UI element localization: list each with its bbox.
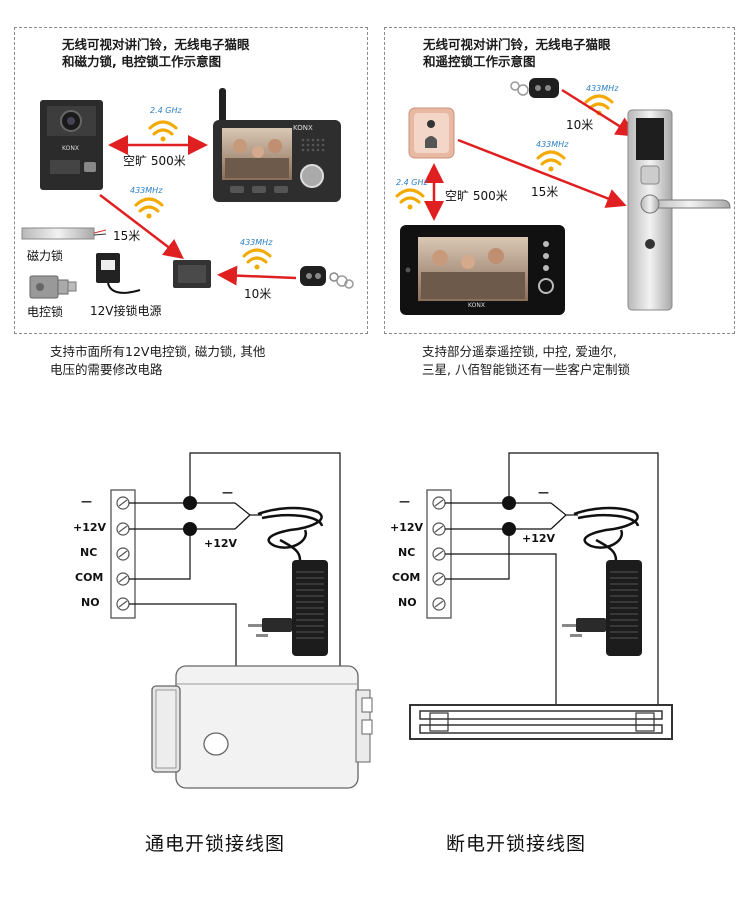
plus-12v-label: +12V [522,532,556,545]
left-title-line2: 和磁力锁, 电控锁工作示意图 [62,54,222,69]
power-adapter-icon [573,506,640,561]
junction-dot [183,522,197,536]
distance-label: 空旷 500米 [445,189,508,203]
brand-label: KONX [293,124,313,132]
indoor-monitor-icon [213,88,341,202]
smart-door-lock-icon [627,109,731,311]
distance-label: 10米 [566,118,594,132]
arrow-icon [561,88,637,137]
distance-label: 10米 [244,287,272,301]
magnetic-lock-icon [409,704,673,740]
arrow-icon [217,265,297,286]
power-adapter-icon [96,253,141,294]
power-adapter-icon [562,560,642,656]
freq-label: 433MHz [536,140,569,149]
caption-left: 通电开锁接线图 [145,833,286,855]
right-note-line1: 支持部分遥泰遥控锁, 中控, 爱迪尔, [422,344,617,359]
right-note-line2: 三星, 八佰智能锁还有一些客户定制锁 [422,362,630,377]
terminal-label: NO [81,596,100,609]
door-station-icon: KONX [40,100,103,190]
distance-label: 空旷 500米 [123,154,186,168]
minus-label: — [222,486,233,499]
junction-dot [183,496,197,510]
freq-label: 433MHz [586,84,619,93]
wifi-signal-icon [242,248,272,270]
junction-dot [502,522,516,536]
freq-label: 2.4 GHz [150,106,182,115]
terminal-label: NO [398,596,417,609]
panel-right-diagram [384,27,735,334]
peephole-camera-icon [408,107,455,159]
freq-label: 433MHz [240,238,273,247]
junction-dot [502,496,516,510]
brand-label: KONX [468,302,485,309]
minus-label: — [538,486,549,499]
terminal-label: — [81,495,92,508]
distance-label: 15米 [113,229,141,243]
terminal-label: — [399,495,410,508]
panel-left-diagram [14,27,368,334]
plus-12v-label: +12V [204,537,238,550]
caption-right: 断电开锁接线图 [446,833,587,855]
terminal-label: COM [392,571,421,584]
svg-text:KONX: KONX [62,145,79,152]
wifi-signal-icon [536,150,566,172]
device-label: 12V接锁电源 [90,304,162,318]
remote-control-icon [300,266,354,289]
distance-label: 15米 [531,185,559,199]
device-label: 磁力锁 [27,249,64,263]
wire-left [129,452,341,750]
arrow-icon [99,194,184,260]
wifi-signal-icon [134,197,164,219]
right-title-line1: 无线可视对讲门铃，无线电子猫眼 [423,37,611,52]
electric-lock-icon [151,665,373,789]
terminal-label: COM [75,571,104,584]
freq-label: 433MHz [130,186,163,195]
freq-label: 2.4 GHz [396,178,428,187]
left-note-line2: 电压的需要修改电路 [50,362,163,377]
arrow-icon [457,138,627,208]
remote-control-icon [510,78,559,98]
indoor-monitor-icon [400,225,565,315]
magnetic-lock-icon [21,227,107,240]
terminal-label: +12V [390,521,424,534]
power-adapter-icon [257,506,324,561]
controller-box-icon [173,260,211,288]
left-title-line1: 无线可视对讲门铃，无线电子猫眼 [62,37,250,52]
terminal-label: +12V [73,521,107,534]
terminal-label: NC [80,546,98,559]
right-title-line2: 和遥控锁工作示意图 [423,54,536,69]
terminal-block-left [110,489,136,619]
wire-right [445,452,659,705]
electric-lock-icon [29,275,77,299]
left-note-line1: 支持市面所有12V电控锁, 磁力锁, 其他 [50,344,266,359]
device-label: 电控锁 [27,305,64,319]
wifi-signal-icon [395,188,425,210]
terminal-label: NC [398,546,416,559]
power-adapter-icon [248,560,328,656]
